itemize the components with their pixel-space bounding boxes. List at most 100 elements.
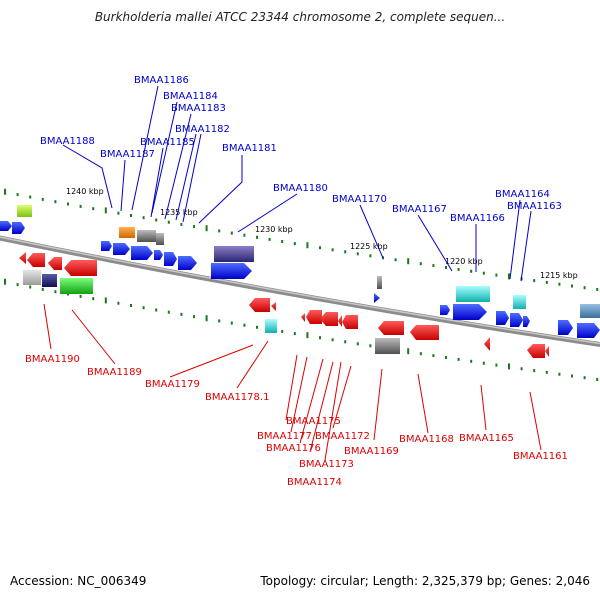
- upper-tick: [407, 258, 410, 265]
- leader-line: [182, 133, 202, 223]
- forward-gene-arrow[interactable]: [496, 311, 509, 325]
- genome-backbone-highlight: [0, 236, 600, 345]
- reverse-gene-arrow[interactable]: [27, 253, 45, 267]
- reverse-gene-arrow[interactable]: [19, 252, 26, 264]
- upper-tick: [180, 222, 183, 226]
- forward-gene[interactable]: [377, 276, 382, 289]
- gene-label[interactable]: BMAA1187: [100, 149, 155, 160]
- forward-gene-arrow[interactable]: [558, 320, 573, 335]
- reverse-gene-arrow[interactable]: [301, 313, 305, 322]
- upper-tick: [419, 262, 422, 266]
- forward-gene-arrow[interactable]: [440, 305, 450, 315]
- lower-tick: [558, 372, 561, 376]
- forward-gene-arrow[interactable]: [164, 252, 177, 266]
- forward-gene-arrow[interactable]: [12, 222, 25, 234]
- forward-gene[interactable]: [580, 304, 600, 318]
- lower-tick: [180, 312, 183, 316]
- reverse-gene-arrow[interactable]: [338, 315, 342, 327]
- gene-label[interactable]: BMAA1170: [332, 194, 387, 205]
- forward-gene-arrow[interactable]: [453, 304, 487, 320]
- gene-label[interactable]: BMAA1163: [507, 201, 562, 212]
- reverse-gene-arrow[interactable]: [527, 344, 545, 358]
- gene-label[interactable]: BMAA1165: [459, 433, 514, 444]
- forward-gene[interactable]: [137, 230, 156, 242]
- gene-label[interactable]: BMAA1185: [140, 137, 195, 148]
- reverse-gene-arrow[interactable]: [410, 325, 439, 340]
- gene-label[interactable]: BMAA1186: [134, 75, 189, 86]
- reverse-gene-arrow[interactable]: [484, 337, 490, 351]
- forward-gene[interactable]: [456, 286, 490, 302]
- gene-label[interactable]: BMAA1180: [273, 183, 328, 194]
- leader-line: [236, 340, 269, 389]
- reverse-gene[interactable]: [42, 274, 57, 287]
- forward-gene-arrow[interactable]: [101, 241, 112, 251]
- gene-label[interactable]: BMAA1168: [399, 434, 454, 445]
- gene-label[interactable]: BMAA1176: [266, 443, 321, 454]
- forward-gene-arrow[interactable]: [0, 221, 12, 231]
- forward-gene[interactable]: [156, 233, 164, 245]
- forward-gene-arrow[interactable]: [374, 293, 380, 303]
- leader-line: [417, 373, 429, 434]
- upper-tick: [218, 229, 221, 233]
- gene-label[interactable]: BMAA1178.1: [205, 392, 269, 403]
- scale-labels: 1240 kbp 1235 kbp 1230 kbp 1225 kbp 1220…: [66, 187, 578, 280]
- reverse-gene[interactable]: [60, 278, 93, 294]
- gene-label[interactable]: BMAA1182: [175, 124, 230, 135]
- lower-tick: [29, 285, 32, 289]
- reverse-gene-arrow[interactable]: [271, 302, 276, 311]
- gene-label[interactable]: BMAA1189: [87, 367, 142, 378]
- leader-line: [309, 361, 334, 453]
- lower-tick: [306, 332, 309, 339]
- gene-label[interactable]: BMAA1190: [25, 354, 80, 365]
- reverse-gene[interactable]: [23, 270, 41, 285]
- gene-label[interactable]: BMAA1173: [299, 459, 354, 470]
- upper-tick: [596, 288, 599, 291]
- upper-tick: [104, 207, 107, 214]
- gene-label[interactable]: BMAA1177: [257, 431, 312, 442]
- gene-label[interactable]: BMAA1174: [287, 477, 342, 488]
- reverse-gene[interactable]: [375, 338, 400, 354]
- reverse-gene-arrow[interactable]: [320, 312, 338, 326]
- forward-gene-arrow[interactable]: [211, 263, 252, 279]
- gene-label[interactable]: BMAA1188: [40, 136, 95, 147]
- gene-label[interactable]: BMAA1179: [145, 379, 200, 390]
- forward-gene[interactable]: [17, 205, 32, 217]
- forward-gene[interactable]: [513, 295, 526, 309]
- reverse-genes: [19, 252, 549, 358]
- forward-gene-arrow[interactable]: [154, 250, 163, 260]
- gene-label[interactable]: BMAA1169: [344, 446, 399, 457]
- gene-label[interactable]: BMAA1161: [513, 451, 568, 462]
- lower-tick: [470, 359, 473, 363]
- reverse-gene-arrow[interactable]: [48, 257, 62, 270]
- scale-label: 1215 kbp: [540, 271, 578, 280]
- forward-gene[interactable]: [119, 227, 135, 238]
- lower-tick: [520, 367, 523, 371]
- gene-label[interactable]: BMAA1166: [450, 213, 505, 224]
- reverse-gene-arrow[interactable]: [64, 260, 97, 276]
- gene-label[interactable]: BMAA1181: [222, 143, 277, 154]
- gene-label[interactable]: BMAA1175: [286, 416, 341, 427]
- forward-gene-arrow[interactable]: [510, 313, 523, 327]
- forward-gene-arrow[interactable]: [113, 243, 130, 255]
- reverse-gene-arrow[interactable]: [378, 321, 404, 335]
- forward-gene-arrow[interactable]: [131, 246, 153, 260]
- gene-label[interactable]: BMAA1164: [495, 189, 550, 200]
- reverse-gene-arrow[interactable]: [545, 346, 549, 357]
- gene-label[interactable]: BMAA1172: [315, 431, 370, 442]
- tick-tracks: [4, 188, 599, 381]
- gene-label[interactable]: BMAA1167: [392, 204, 447, 215]
- reverse-gene-arrow[interactable]: [249, 298, 270, 312]
- reverse-gene-arrow[interactable]: [306, 310, 322, 324]
- upper-tick: [571, 284, 573, 288]
- forward-gene[interactable]: [214, 246, 254, 262]
- genome-backbone: [0, 235, 600, 348]
- forward-gene-arrow[interactable]: [577, 323, 600, 338]
- forward-gene-arrow[interactable]: [523, 316, 530, 327]
- lower-tick: [256, 325, 258, 329]
- gene-label[interactable]: BMAA1183: [171, 103, 226, 114]
- reverse-gene[interactable]: [265, 319, 277, 333]
- forward-gene-arrow[interactable]: [178, 256, 197, 270]
- reverse-gene-arrow[interactable]: [342, 315, 358, 329]
- upper-tick: [344, 250, 347, 254]
- gene-label[interactable]: BMAA1184: [163, 91, 218, 102]
